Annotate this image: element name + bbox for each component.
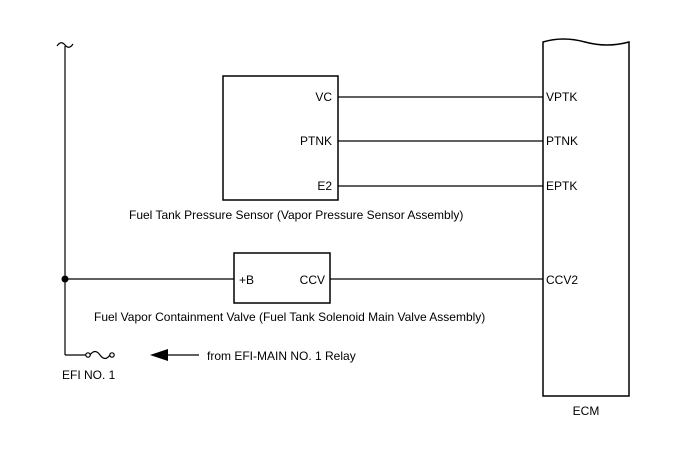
wire-break-symbol xyxy=(56,42,74,48)
sensor-pin-vc: VC xyxy=(315,90,332,104)
fuse-symbol xyxy=(85,350,115,360)
ecm-pin-eptk: EPTK xyxy=(546,179,577,193)
ecm-box xyxy=(542,38,630,397)
containment-valve-box xyxy=(233,252,331,304)
ecm-label: ECM xyxy=(573,404,600,418)
ecm-pin-vptk: VPTK xyxy=(546,90,577,104)
ecm-pin-ptnk: PTNK xyxy=(546,134,578,148)
pressure-sensor-box xyxy=(222,75,339,201)
sensor-caption: Fuel Tank Pressure Sensor (Vapor Pressur… xyxy=(129,208,463,222)
ecm-pin-ccv2: CCV2 xyxy=(546,273,578,287)
fuse-label: EFI NO. 1 xyxy=(62,368,116,382)
source-label: from EFI-MAIN NO. 1 Relay xyxy=(207,349,356,363)
arrow-icon xyxy=(150,349,168,361)
sensor-pin-ptnk: PTNK xyxy=(300,134,332,148)
valve-pin-b: +B xyxy=(239,273,254,287)
valve-caption: Fuel Vapor Containment Valve (Fuel Tank … xyxy=(94,310,485,324)
sensor-pin-e2: E2 xyxy=(317,179,332,193)
valve-pin-ccv: CCV xyxy=(300,273,325,287)
